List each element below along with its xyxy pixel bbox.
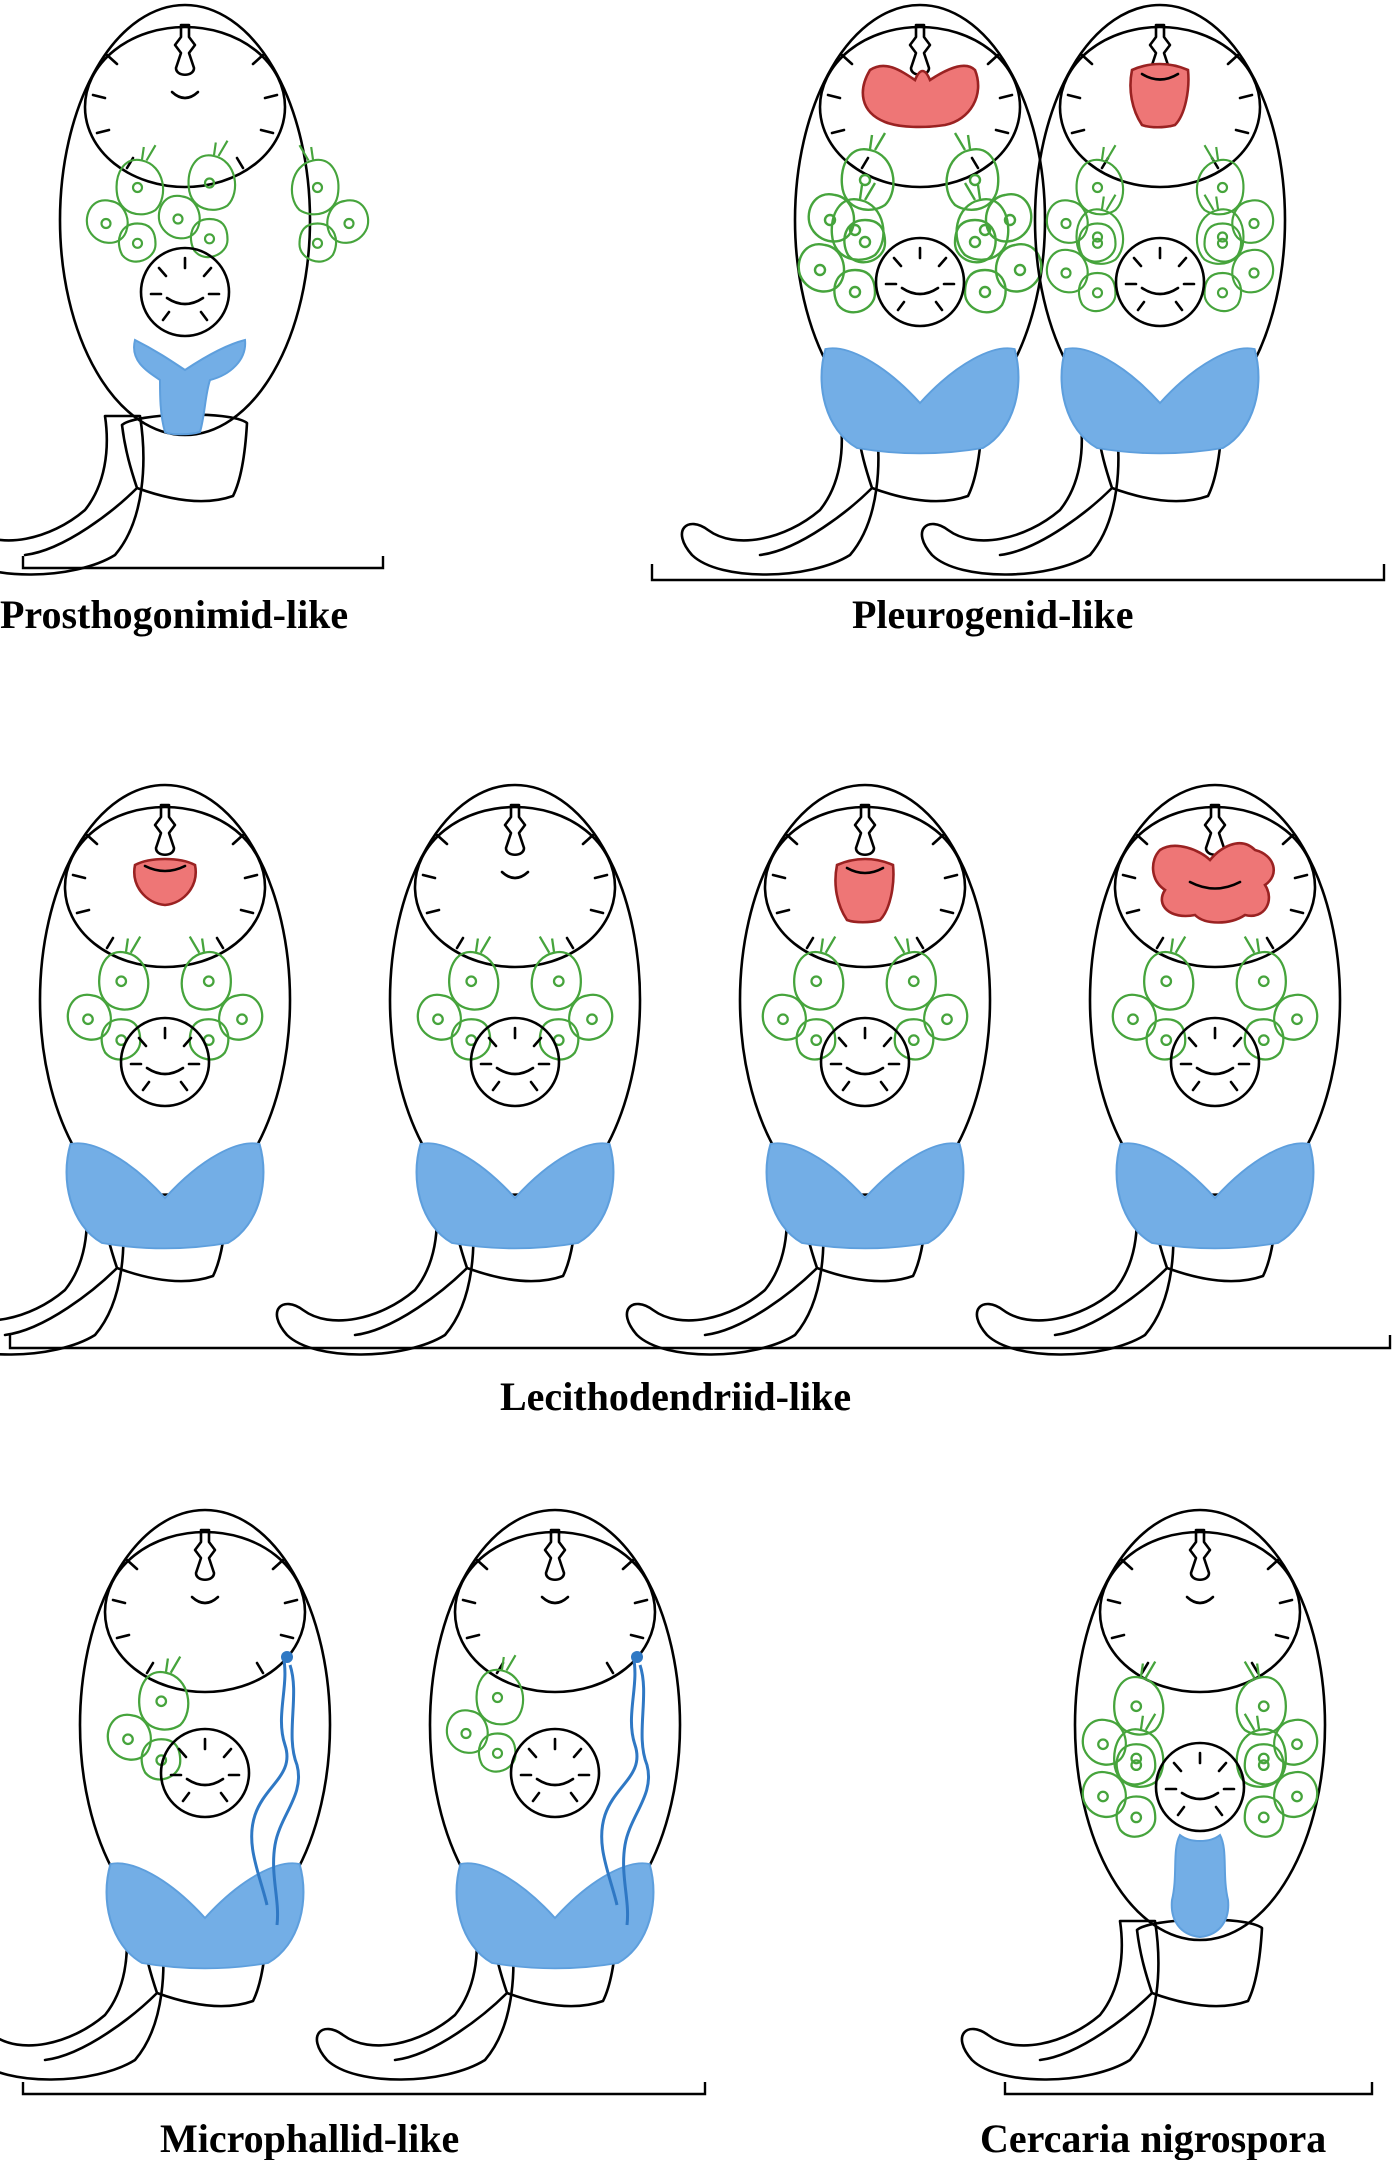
cercaria-lecithodendriid-4 (975, 783, 1342, 1356)
cercaria-lecithodendriid-2 (275, 783, 642, 1356)
cercaria-pleurogenid-1 (680, 3, 1047, 576)
label-lecithodendriid: Lecithodendriid-like (500, 1374, 851, 1419)
bracket-prosthogonimid (21, 556, 385, 570)
cercaria-lecithodendriid-3 (625, 783, 992, 1356)
label-pleurogenid: Pleurogenid-like (852, 592, 1133, 637)
bracket-lecithodendriid (8, 1335, 1392, 1350)
cercaria-microphallid-2 (315, 1508, 682, 2081)
cercaria-nigrospora (960, 1508, 1327, 2081)
bracket-pleurogenid (650, 564, 1386, 582)
bracket-microphallid (21, 2082, 707, 2096)
cercaria-microphallid-1 (0, 1508, 332, 2081)
cercaria-prosthogonimid (0, 3, 370, 576)
bracket-cercaria (1003, 2082, 1374, 2096)
label-prosthogonimid: Prosthogonimid-like (0, 592, 348, 637)
label-microphallid: Microphallid-like (160, 2116, 459, 2160)
label-cercaria-nigrospora: Cercaria nigrospora (980, 2116, 1326, 2160)
cercaria-lecithodendriid-1 (0, 783, 292, 1356)
cercaria-pleurogenid-2 (920, 3, 1287, 576)
